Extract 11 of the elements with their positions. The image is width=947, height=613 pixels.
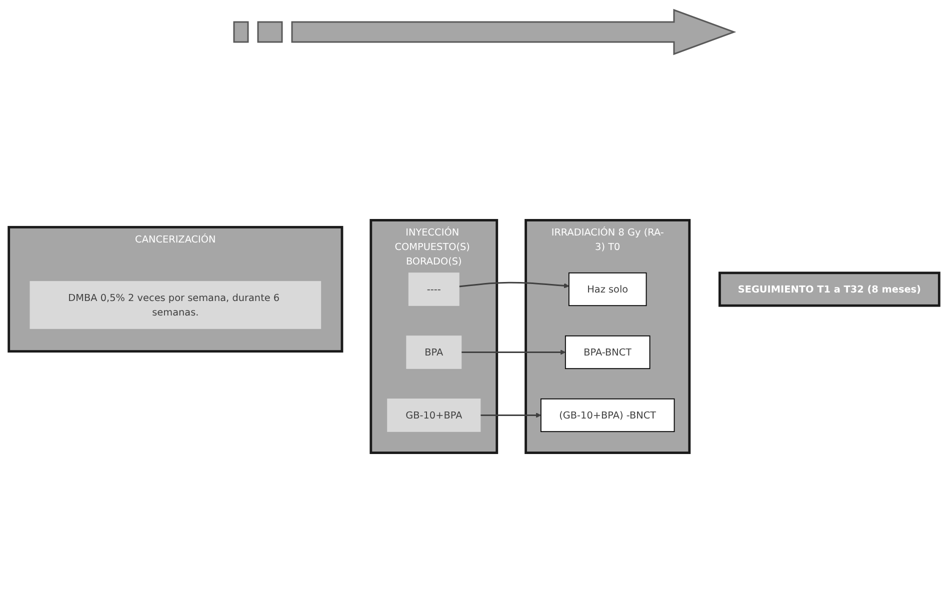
node-box: ---- — [408, 272, 459, 306]
node-box: SEGUIMIENTO T1 a T32 (8 meses) — [718, 272, 940, 307]
node-box: GB-10+BPA — [386, 398, 480, 432]
arrow — [458, 282, 569, 288]
arrow — [480, 412, 541, 418]
node-box: DMBA 0,5% 2 veces por semana, durante 6 semanas. — [29, 281, 321, 329]
arrow — [460, 350, 566, 355]
node-box: (GB-10+BPA) -BNCT — [540, 398, 674, 432]
node-box: Haz solo — [568, 272, 646, 306]
node-box: BPA-BNCT — [564, 335, 650, 370]
node-box: BPA — [406, 336, 462, 369]
